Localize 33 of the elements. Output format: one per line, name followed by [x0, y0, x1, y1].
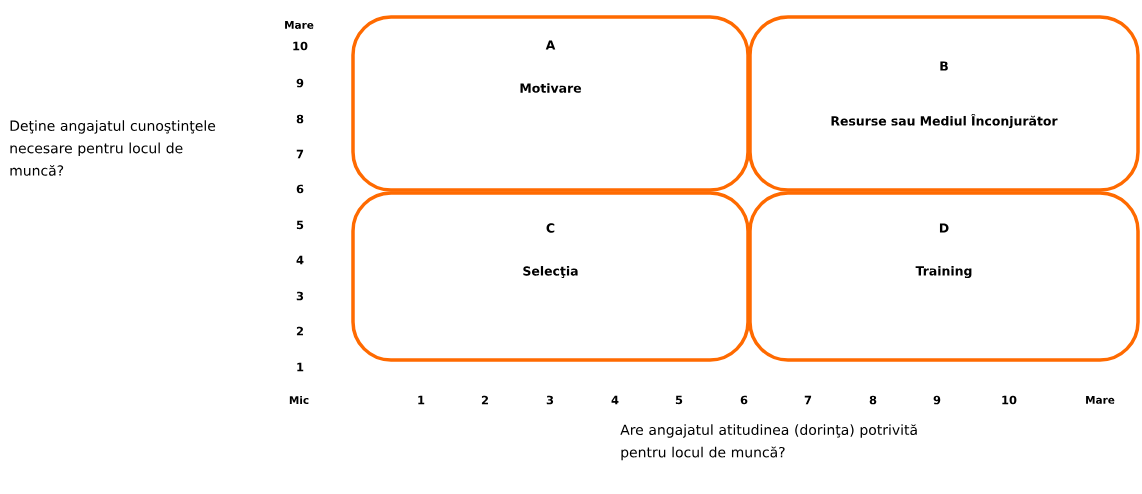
quadrant-letter: B: [940, 61, 948, 71]
tick-label: 6: [740, 395, 748, 405]
tick-label: 2: [296, 326, 303, 336]
tick-label: Mare: [285, 21, 314, 29]
axis-title: Deţine angajatul cunoştinţele necesare pentru locul de muncă?: [10, 120, 216, 176]
tick-label: 8: [296, 114, 304, 124]
tick-label: Mare: [1086, 396, 1115, 404]
tick-label: 5: [296, 220, 304, 230]
tick-label: 9: [296, 78, 304, 88]
quadrant-label: Selecţia: [523, 266, 578, 278]
quadrant-letter: C: [546, 223, 555, 233]
tick-label: 9: [933, 395, 941, 405]
tick-label: 3: [296, 291, 304, 301]
tick-label: 10: [293, 41, 308, 51]
tick-label: 7: [296, 149, 304, 159]
tick-label: 4: [296, 255, 304, 265]
tick-label: 6: [296, 184, 304, 194]
tick-label: 10: [1002, 395, 1017, 405]
tick-label: 8: [869, 395, 877, 405]
quadrant-letter: A: [545, 40, 556, 50]
quadrant-label: Training: [915, 265, 972, 279]
tick-label: Mic: [289, 395, 309, 405]
quadrant-label: Resurse sau Mediul Înconjurător: [831, 113, 1058, 129]
tick-label: 7: [804, 395, 812, 405]
tick-label: 3: [546, 395, 554, 405]
tick-label: 4: [611, 395, 619, 405]
tick-label: 2: [481, 395, 488, 405]
quadrant-letter: D: [939, 223, 949, 233]
tick-label: 1: [297, 362, 304, 372]
tick-label: 5: [675, 395, 683, 405]
quadrant-label: Motivare: [520, 83, 582, 93]
tick-label: 1: [418, 395, 425, 405]
axis-title: Are angajatul atitudinea (dorinţa) potrivită pentru locul de muncă?: [620, 424, 917, 461]
